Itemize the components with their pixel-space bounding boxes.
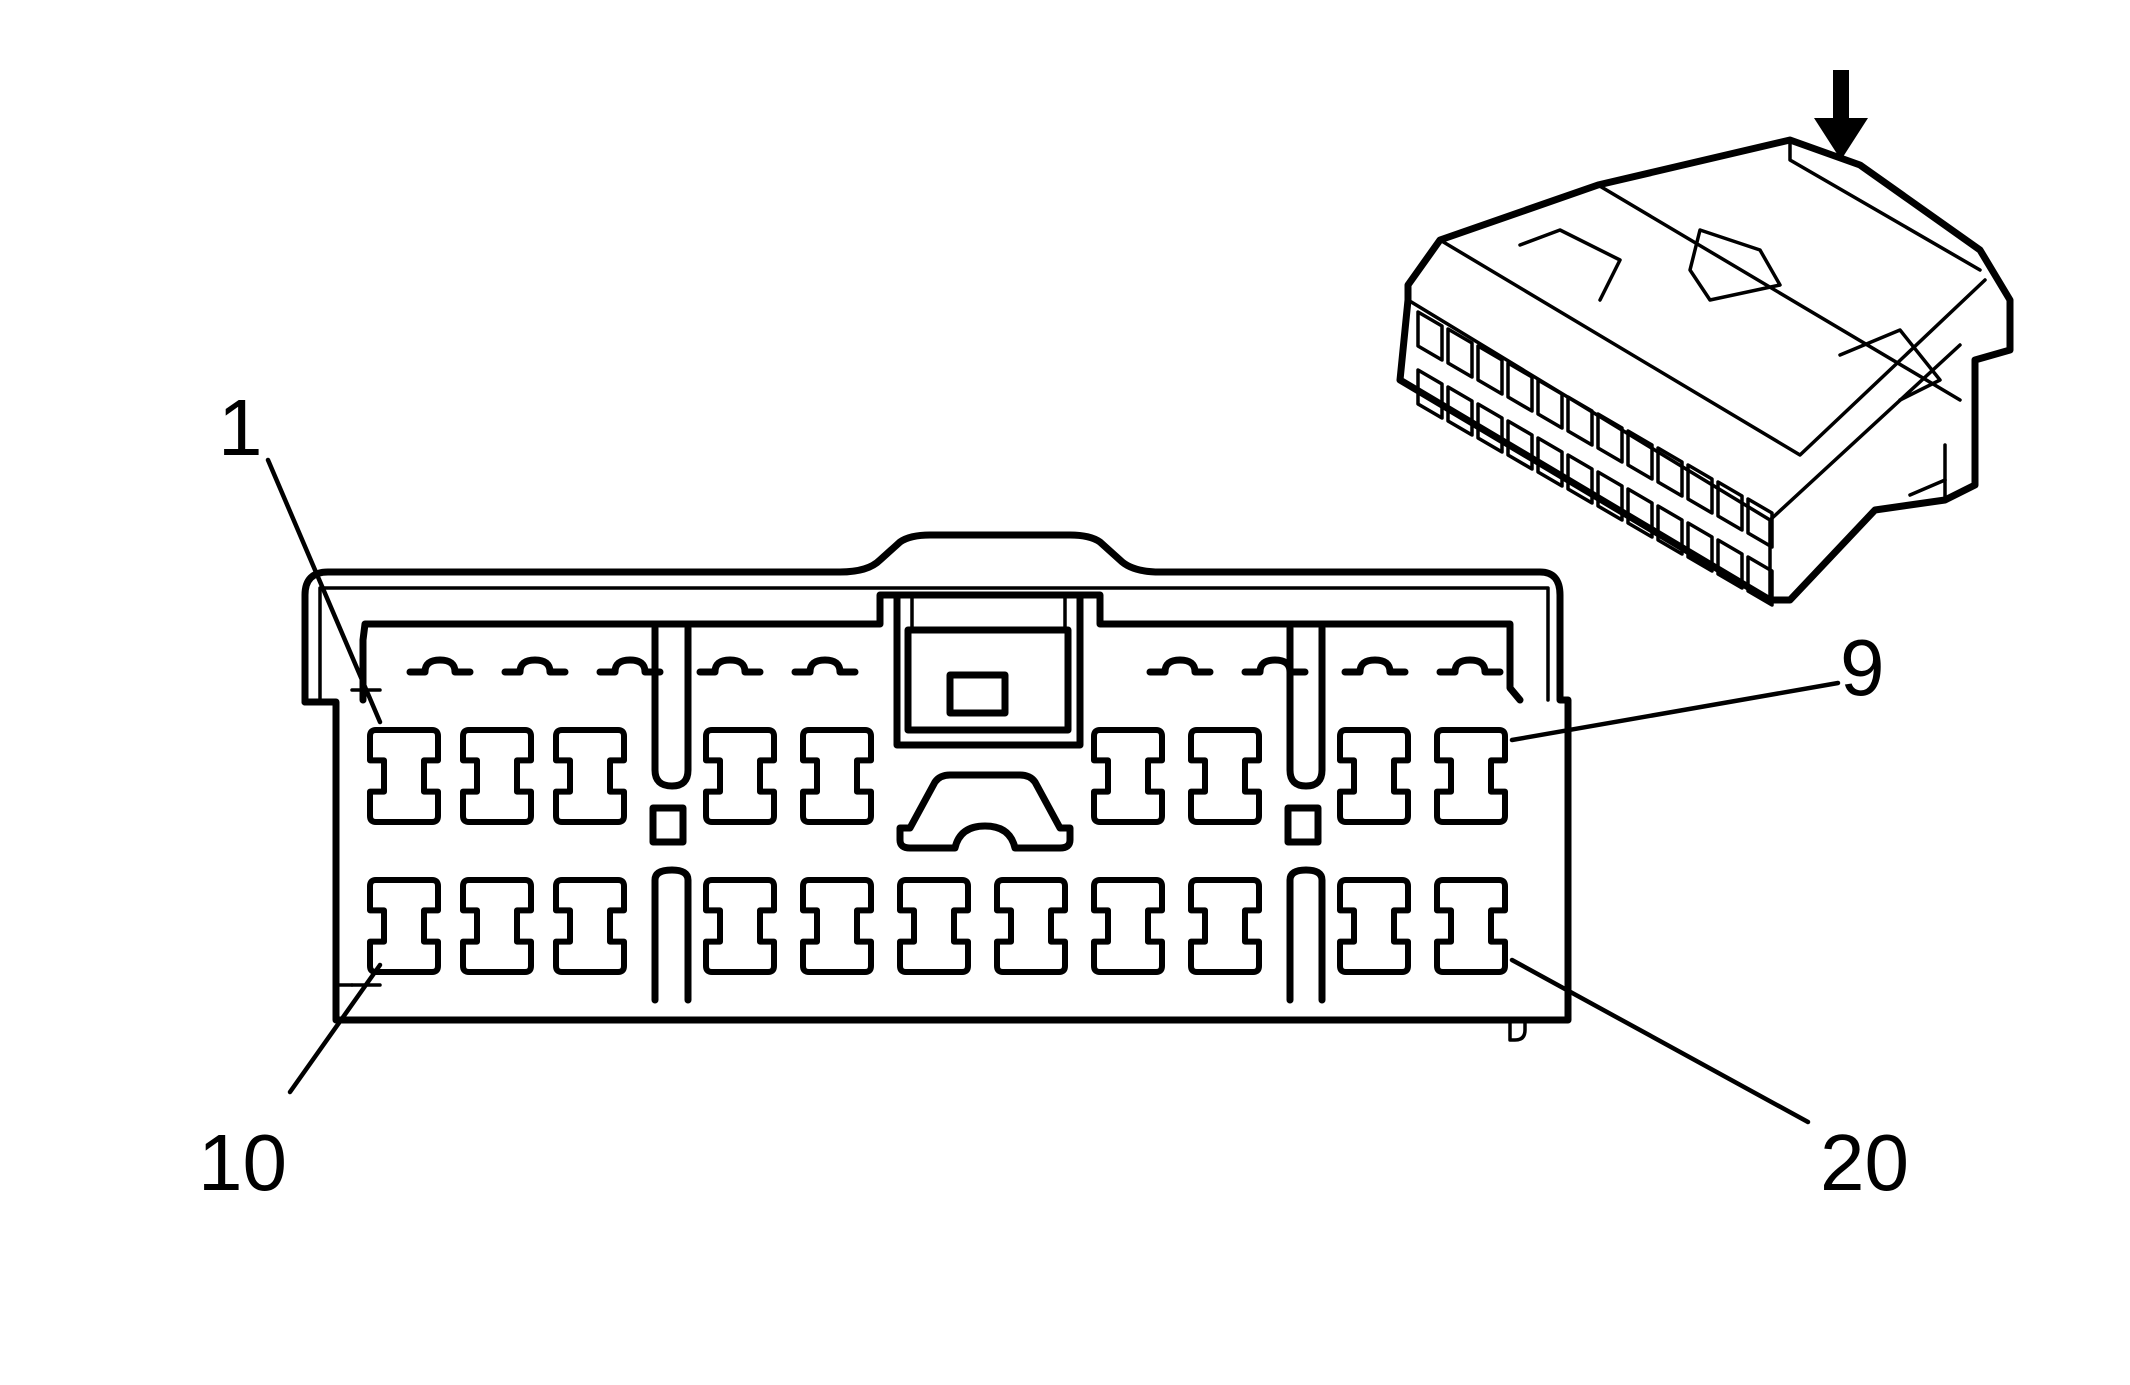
- ledge-bump: [1146, 656, 1214, 676]
- cavity-array: [367, 727, 1508, 975]
- cavity-row1-4: [703, 727, 777, 825]
- iso-cavity: [1476, 402, 1504, 454]
- cavity-frame: [359, 591, 1524, 704]
- ledge-bump: [596, 656, 664, 676]
- cavity-row2-5: [800, 877, 874, 975]
- cavity-row1-6: [1091, 727, 1165, 825]
- cavity-row2-6: [897, 877, 971, 975]
- iso-cavity: [1596, 470, 1624, 522]
- iso-cavity: [1626, 487, 1654, 539]
- leader-pin-9: [1509, 680, 1841, 743]
- cavity-row2-7: [994, 877, 1068, 975]
- cavity-row1-8: [1337, 727, 1411, 825]
- cavity-row2-8: [1091, 877, 1165, 975]
- ledge-bump: [1241, 656, 1309, 676]
- latch-window: [893, 591, 1084, 749]
- iso-cavity: [1536, 436, 1564, 488]
- iso-cavity: [1506, 419, 1534, 471]
- ledge-bump: [406, 656, 474, 676]
- iso-cavity: [1746, 555, 1774, 607]
- connector-isometric-view: [1396, 70, 2014, 607]
- iso-cavity: [1566, 395, 1594, 447]
- label-pin-9: 9: [1840, 623, 1885, 712]
- cavity-row1-7: [1188, 727, 1262, 825]
- leader-pin-10: [287, 962, 383, 1095]
- connector-face-view: [301, 531, 1572, 1042]
- cavity-row2-10: [1337, 877, 1411, 975]
- connector-housing: [301, 531, 1572, 1024]
- cavity-row1-5: [800, 727, 874, 825]
- cavity-row1-1: [367, 727, 441, 825]
- iso-cavity: [1656, 504, 1684, 556]
- ledge-bump: [1341, 656, 1409, 676]
- iso-cavity: [1656, 446, 1684, 498]
- ledge-bumps: [406, 656, 1504, 676]
- cavity-row1-2: [460, 727, 534, 825]
- cavity-row1-9: [1434, 727, 1508, 825]
- isometric-cavity-grid: [1416, 310, 1774, 607]
- iso-cavity: [1416, 368, 1444, 420]
- label-pin-1: 1: [218, 383, 263, 472]
- cavity-row1-3: [553, 727, 627, 825]
- iso-cavity: [1596, 412, 1624, 464]
- leader-pin-20: [1509, 957, 1811, 1125]
- ledge-bump: [791, 656, 859, 676]
- iso-cavity: [1536, 378, 1564, 430]
- center-key: [896, 771, 1074, 852]
- iso-cavity: [1686, 521, 1714, 573]
- down-arrow-icon: [1814, 70, 1868, 160]
- label-pin-20: 20: [1820, 1118, 1909, 1207]
- pin-callouts: 1 9 10 20: [198, 383, 1909, 1207]
- iso-cavity: [1716, 538, 1744, 590]
- iso-cavity: [1446, 385, 1474, 437]
- cavity-row2-9: [1188, 877, 1262, 975]
- iso-cavity: [1416, 310, 1444, 362]
- ledge-bump: [501, 656, 569, 676]
- label-pin-10: 10: [198, 1118, 287, 1207]
- iso-cavity: [1716, 480, 1744, 532]
- cavity-row2-4: [703, 877, 777, 975]
- cavity-row2-1: [367, 877, 441, 975]
- iso-cavity: [1446, 327, 1474, 379]
- cavity-row2-11: [1434, 877, 1508, 975]
- iso-cavity: [1506, 361, 1534, 413]
- ledge-bump: [1436, 656, 1504, 676]
- leader-pin-1: [265, 457, 383, 725]
- iso-cavity: [1476, 344, 1504, 396]
- iso-cavity: [1566, 453, 1594, 505]
- cavity-row2-2: [460, 877, 534, 975]
- iso-cavity: [1626, 429, 1654, 481]
- cavity-row2-3: [553, 877, 627, 975]
- ledge-bump: [696, 656, 764, 676]
- iso-cavity: [1746, 497, 1774, 549]
- iso-cavity: [1686, 463, 1714, 515]
